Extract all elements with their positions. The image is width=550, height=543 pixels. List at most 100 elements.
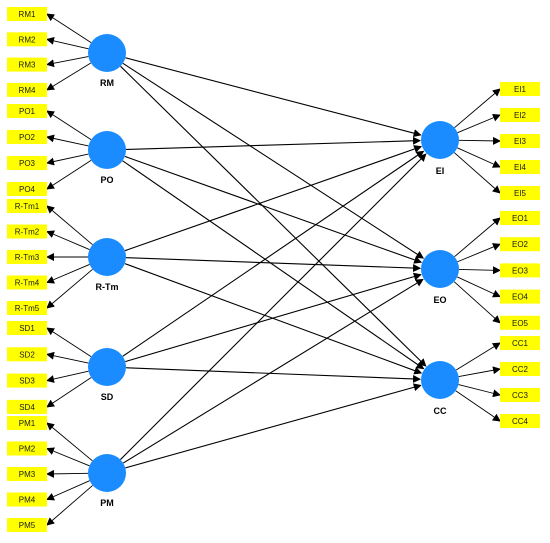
- indicator-box: [500, 315, 540, 330]
- indicator-label: PO3: [19, 159, 36, 168]
- indicator-label: PO2: [19, 133, 36, 142]
- indicator-label: PM5: [19, 521, 36, 530]
- indicator-box: [500, 414, 540, 428]
- indicator-sd3: SD3: [7, 373, 47, 388]
- indicator-eo1: EO1: [500, 211, 540, 225]
- indicator-box: [500, 263, 540, 278]
- loading-arrow-ei4: [457, 147, 501, 168]
- loading-arrow-sd2: [46, 351, 89, 364]
- construct-label: RM: [100, 78, 114, 88]
- indicator-po4: PO4: [7, 182, 47, 196]
- loading-arrow-rm2: [46, 36, 89, 50]
- indicator-box: [500, 82, 540, 96]
- path-arrow-rm-to-eo: [122, 62, 425, 259]
- indicator-sd2: SD2: [7, 347, 47, 362]
- indicator-rm2: RM2: [7, 32, 47, 47]
- indicator-ei2: EI2: [500, 108, 540, 122]
- indicator-box: [7, 82, 47, 97]
- loading-arrow-rm3: [46, 56, 89, 68]
- loading-arrow-r-tm2: [46, 230, 90, 250]
- loading-arrow-r-tm1: [46, 205, 93, 246]
- indicator-r-tm2: R-Tm2: [7, 224, 47, 239]
- loading-arrow-po4: [46, 159, 92, 190]
- construct-label: EI: [436, 166, 445, 176]
- indicator-label: SD4: [19, 403, 35, 412]
- indicator-pm2: PM2: [7, 441, 47, 456]
- indicator-label: RM1: [19, 10, 36, 19]
- indicator-box: [7, 441, 47, 456]
- indicator-ei4: EI4: [500, 160, 540, 174]
- indicators-layer: RM1RM2RM3RM4PO1PO2PO3PO4R-Tm1R-Tm2R-Tm3R…: [7, 7, 540, 532]
- indicator-eo4: EO4: [500, 289, 540, 304]
- loading-arrow-pm1: [46, 422, 93, 462]
- indicator-label: SD2: [19, 350, 35, 359]
- indicator-box: [7, 416, 47, 430]
- indicator-label: EI5: [514, 189, 527, 198]
- loading-arrow-pm4: [46, 480, 90, 501]
- loading-arrow-rm4: [46, 62, 92, 91]
- loading-arrow-pm2: [46, 447, 90, 467]
- indicator-pm4: PM4: [7, 492, 47, 507]
- construct-sd: SD: [88, 348, 126, 402]
- indicator-r-tm3: R-Tm3: [7, 250, 47, 264]
- indicator-box: [500, 362, 540, 376]
- indicator-label: RM3: [19, 61, 36, 70]
- indicator-label: EI3: [514, 137, 527, 146]
- construct-circle: [88, 238, 126, 276]
- indicator-box: [7, 130, 47, 144]
- indicator-box: [500, 160, 540, 174]
- construct-circle: [88, 34, 126, 72]
- indicator-box: [7, 347, 47, 362]
- indicator-eo2: EO2: [500, 237, 540, 252]
- loading-arrow-ei3: [458, 136, 501, 145]
- path-arrow-rm-to-ei: [125, 57, 422, 138]
- indicator-sd1: SD1: [7, 321, 47, 335]
- indicator-box: [7, 518, 47, 532]
- indicator-pm1: PM1: [7, 416, 47, 430]
- indicator-label: SD3: [19, 377, 35, 386]
- indicator-r-tm4: R-Tm4: [7, 275, 47, 290]
- indicator-box: [7, 301, 47, 315]
- indicator-label: R-Tm3: [15, 253, 40, 262]
- path-arrow-rm-to-cc: [120, 65, 427, 367]
- indicator-box: [7, 199, 47, 213]
- indicator-ei5: EI5: [500, 186, 540, 200]
- path-arrow-pm-to-cc: [125, 383, 422, 469]
- loading-arrow-po1: [46, 110, 92, 141]
- construct-circle: [88, 348, 126, 386]
- indicator-ei1: EI1: [500, 82, 540, 96]
- indicator-box: [7, 182, 47, 196]
- path-arrow-rtm-to-eo: [125, 257, 422, 273]
- indicator-pm5: PM5: [7, 518, 47, 532]
- loading-arrow-eo2: [457, 243, 501, 263]
- indicator-label: CC4: [512, 417, 529, 426]
- loading-arrow-eo4: [457, 276, 501, 298]
- path-arrow-pm-to-ei: [120, 153, 427, 460]
- indicator-sd4: SD4: [7, 399, 47, 414]
- indicator-label: SD1: [19, 324, 35, 333]
- indicator-box: [500, 211, 540, 225]
- path-arrow-pm-to-eo: [122, 278, 424, 464]
- loading-arrow-sd1: [46, 327, 92, 358]
- indicator-box: [7, 250, 47, 264]
- construct-circle: [88, 131, 126, 169]
- loading-arrow-eo5: [453, 281, 501, 324]
- indicator-label: RM4: [19, 86, 36, 95]
- path-arrow-rtm-to-ei: [124, 145, 423, 252]
- indicator-rm1: RM1: [7, 7, 47, 21]
- construct-rtm: R-Tm: [88, 238, 126, 292]
- indicator-box: [7, 224, 47, 239]
- loading-arrow-ei1: [454, 88, 501, 129]
- construct-circle: [421, 361, 459, 399]
- indicator-label: PO1: [19, 107, 36, 116]
- indicator-rm4: RM4: [7, 82, 47, 97]
- loading-arrow-eo1: [454, 217, 501, 258]
- indicator-box: [7, 467, 47, 481]
- loading-arrow-r-tm5: [46, 268, 93, 309]
- loading-arrow-cc4: [455, 390, 501, 422]
- indicator-label: EO2: [512, 240, 529, 249]
- loading-arrow-rm1: [46, 13, 92, 44]
- indicator-label: RM2: [19, 35, 36, 44]
- construct-circle: [88, 454, 126, 492]
